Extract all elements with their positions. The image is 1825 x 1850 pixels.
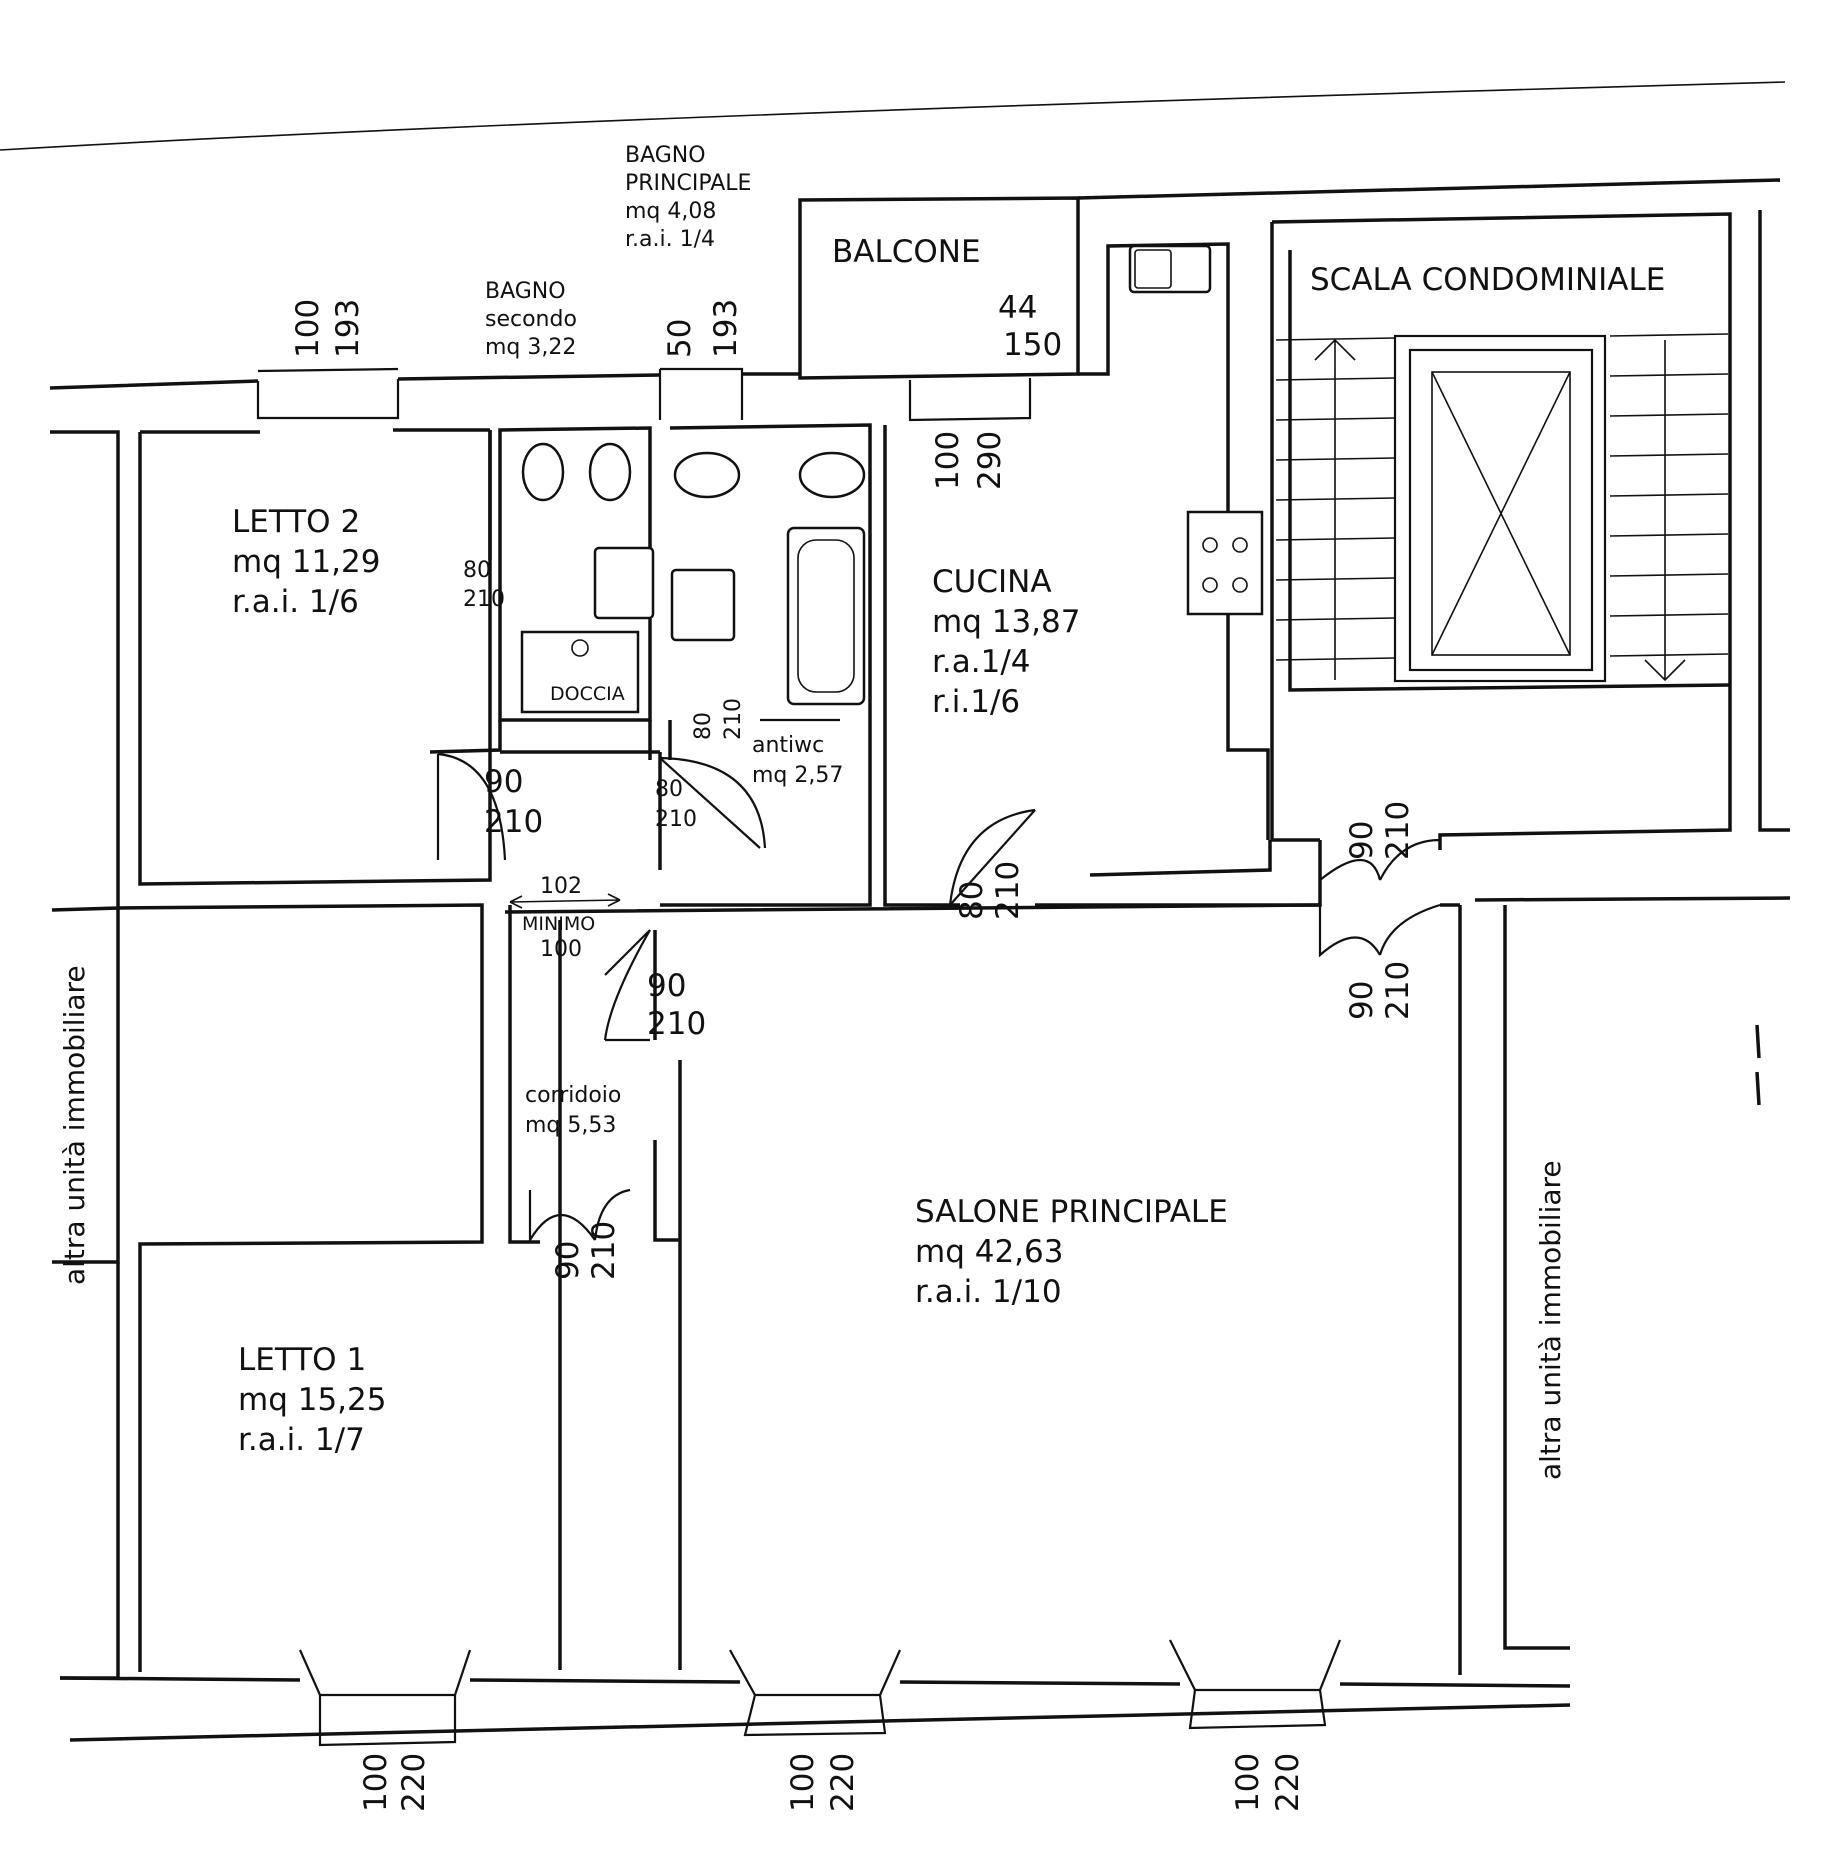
corridoio-area: mq 5,53 [525,1113,616,1138]
cucina-name: CUCINA [932,564,1052,600]
bagno-secondo-area: mq 3,22 [485,335,576,360]
cucina-ra: r.a.1/4 [932,644,1031,680]
letto2-area: mq 11,29 [232,544,380,580]
shower-label: DOCCIA [550,683,625,705]
door-letto1-width: 90 [550,1241,586,1280]
sheet-edges [0,81,1786,151]
bagno-secondo-name: BAGNO [485,279,566,304]
cucina-area: mq 13,87 [932,604,1080,640]
bidet [588,442,632,502]
left-neighbour-label: altra unità immobiliare [58,965,91,1285]
door-letto2-height: 210 [484,804,543,840]
walls [49,178,1791,1747]
staircase [1275,333,1729,683]
toilet-main [673,451,741,499]
salone-area: mq 42,63 [915,1234,1063,1270]
corridor-min-width: 102 [540,874,582,899]
window-2-width: 50 [662,319,698,358]
antiwc-name: antiwc [752,733,824,758]
balcony-window-2-height: 220 [825,1753,861,1812]
window-3-height: 290 [972,431,1008,490]
doors [436,752,1441,1244]
corridor-min-label: MINIMO [522,913,595,935]
corridoio-name: corridoio [525,1083,621,1108]
door-cucina-height: 210 [990,861,1026,920]
door-scala-bottom-width: 90 [1344,981,1380,1020]
bagno-principale-area: mq 4,08 [625,199,716,224]
letto1-area: mq 15,25 [238,1382,386,1418]
bagno-secondo-name2: secondo [485,307,577,332]
door-salone-width: 90 [647,968,686,1004]
balcony-window-3-width: 100 [1230,1753,1266,1812]
toilet [521,442,565,502]
door-scala-bottom-height: 210 [1380,961,1416,1020]
window-1-height: 193 [330,299,366,358]
window-1-width: 100 [290,299,326,358]
door-scala-top-width: 90 [1344,821,1380,860]
shower-tray [520,630,640,714]
door-salone-height: 210 [647,1006,706,1042]
salone-rai: r.a.i. 1/10 [915,1274,1062,1310]
door-bagno-height: 210 [655,807,697,832]
margin-marks [1755,1024,1761,1106]
corridor-min-arrow [509,893,621,909]
fixtures: DOCCIA [488,244,1264,722]
balcone-name: BALCONE [832,234,981,270]
door-cucina-width: 80 [954,881,990,920]
bidet-main [798,451,866,499]
kitchen-sink [1128,244,1212,294]
washbasin [593,546,655,620]
balcony-window-3-height: 220 [1270,1753,1306,1812]
door-letto2-width: 90 [484,764,523,800]
door-bagno-width: 80 [655,777,683,802]
balcony-window-2-width: 100 [785,1753,821,1812]
salone-name: SALONE PRINCIPALE [915,1194,1228,1230]
bagno-principale-rai: r.a.i. 1/4 [625,227,715,252]
balcony-window-1-width: 100 [358,1753,394,1812]
cucina-ri: r.i.1/6 [932,684,1020,720]
door-antiwc-width: 80 [691,712,716,740]
letto2-name: LETTO 2 [232,504,360,540]
letto1-rai: r.a.i. 1/7 [238,1422,365,1458]
washbasin-main [670,568,736,642]
letto2-rai: r.a.i. 1/6 [232,584,359,620]
labels: BAGNO PRINCIPALE mq 4,08 r.a.i. 1/4 BAGN… [58,143,1665,1480]
door-antiwc-height: 210 [721,698,746,740]
stove [1186,510,1264,616]
door-scala-top-height: 210 [1380,801,1416,860]
letto1-name: LETTO 1 [238,1342,366,1378]
door-letto1-height: 210 [586,1221,622,1280]
bagno-principale-name: BAGNO [625,143,706,168]
balcone-dim1: 44 [998,290,1037,326]
bagno-principale-name2: PRINCIPALE [625,171,751,196]
door-wc2-height: 210 [463,587,505,612]
balcony-window-1-height: 220 [396,1753,432,1812]
balcone-dim2: 150 [1003,327,1062,363]
dimensions: 100 193 50 193 100 290 100 220 100 220 1… [290,299,1416,1812]
door-wc2-width: 80 [463,558,491,583]
bathtub [786,526,866,706]
scala-name: SCALA CONDOMINIALE [1310,262,1665,298]
right-neighbour-label: altra unità immobiliare [1534,1160,1567,1480]
antiwc-area: mq 2,57 [752,763,843,788]
window-3-width: 100 [930,431,966,490]
window-2-height: 193 [708,299,744,358]
corridor-min-value: 100 [540,937,582,962]
